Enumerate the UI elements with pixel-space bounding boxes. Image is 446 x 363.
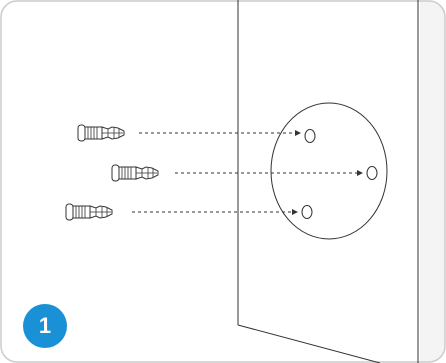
right-panel-strip [420, 1, 445, 362]
wall-anchor-middle [111, 164, 159, 182]
wall-anchor-top [77, 124, 125, 142]
wall-surface [237, 0, 419, 363]
hole-top [304, 129, 316, 143]
hole-right [366, 166, 378, 180]
wall-anchor-bottom [65, 203, 113, 221]
hole-bottom [301, 205, 313, 219]
step-number-badge: 1 [23, 304, 67, 348]
mount-plate-outline [270, 102, 388, 240]
